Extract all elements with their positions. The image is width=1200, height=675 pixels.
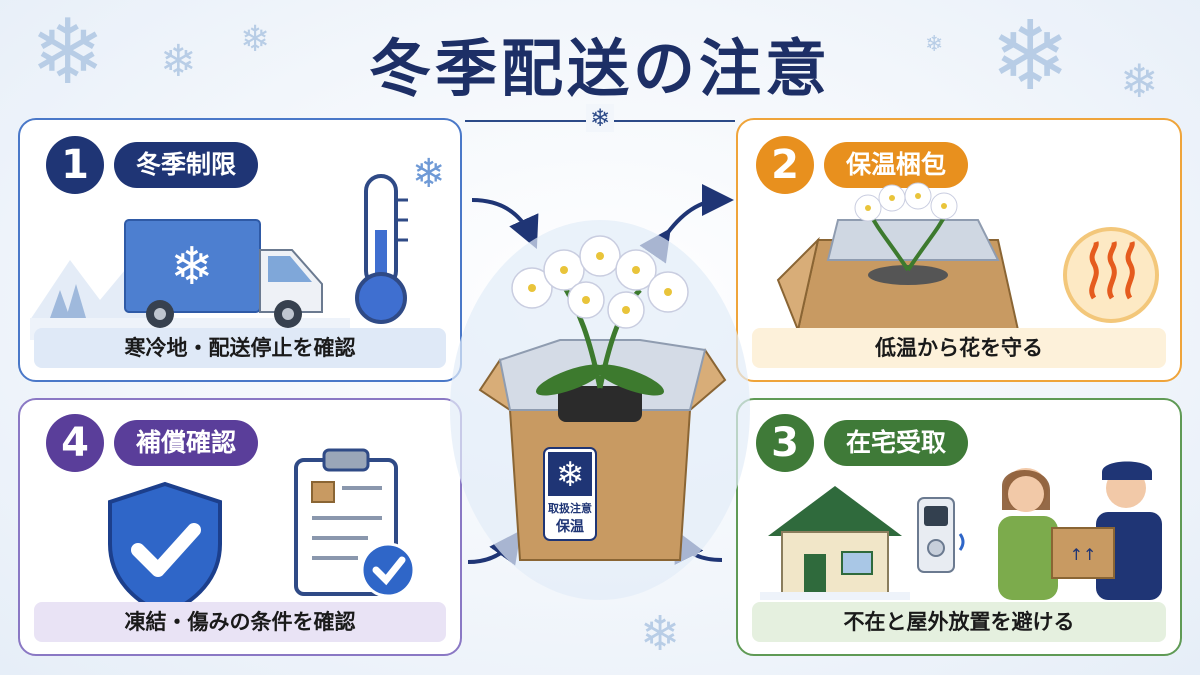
svg-text:❄: ❄ (556, 455, 585, 495)
step-heading: 補償確認 (114, 420, 259, 466)
snowflake-icon: ❄ (412, 151, 446, 197)
step-number-badge: 3 (756, 414, 814, 472)
snowflake-decoration-icon: ❄ (160, 36, 197, 87)
card-compensation-check: 4 補償確認 凍結・傷みの条件を確認 (18, 398, 462, 656)
box-label-line2: 保温 (556, 519, 584, 535)
shield-check-icon (108, 481, 222, 617)
clipboard-check-icon (294, 448, 416, 598)
step-number-badge: 4 (46, 414, 104, 472)
orchid-package-illustration: ❄ (450, 220, 750, 600)
delivery-handoff-icon: ↑↑ (998, 461, 1162, 600)
snowflake-decoration-icon: ❄ (30, 0, 106, 105)
step-heading: 冬季制限 (114, 142, 259, 188)
box-label-line1: 取扱注意 (548, 502, 592, 515)
house-icon (760, 486, 910, 600)
arrow-icon (471, 198, 539, 249)
svg-text:❄: ❄ (170, 237, 214, 297)
card-winter-restriction: 1 冬季制限 ❄ ❄ 寒冷地・配送停止を確認 (18, 118, 462, 382)
card-home-receipt: 3 在宅受取 ↑↑ 不在と屋外放置を避ける (736, 398, 1182, 656)
snowflake-decoration-icon: ❄ (990, 0, 1071, 112)
snowflake-decoration-icon: ❄ (925, 32, 944, 57)
step-heading: 保温梱包 (824, 142, 969, 188)
card-caption: 不在と屋外放置を避ける (752, 602, 1166, 642)
arrow-icon (639, 184, 734, 264)
intercom-icon (917, 497, 965, 573)
step-number-badge: 1 (46, 136, 104, 194)
page-title: 冬季配送の注意 (368, 32, 831, 105)
step-number-badge: 2 (756, 136, 814, 194)
card-caption: 低温から花を守る (752, 328, 1166, 368)
step-heading: 在宅受取 (824, 420, 969, 466)
card-caption: 寒冷地・配送停止を確認 (34, 328, 446, 368)
snowflake-decoration-icon: ❄ (1120, 54, 1159, 108)
heat-waves-icon (1063, 227, 1159, 323)
snowflake-truck-icon: ❄ (30, 219, 350, 340)
card-caption: 凍結・傷みの条件を確認 (34, 602, 446, 642)
svg-text:↑↑: ↑↑ (1070, 545, 1097, 564)
thermometer-icon (355, 174, 408, 324)
snowflake-decoration-icon: ❄ (640, 606, 681, 662)
insulated-box-icon (776, 182, 1020, 334)
card-insulated-packing: 2 保温梱包 低温から花を守る (736, 118, 1182, 382)
snowflake-decoration-icon: ❄ (240, 19, 271, 60)
snowflake-icon: ❄ (586, 104, 614, 132)
